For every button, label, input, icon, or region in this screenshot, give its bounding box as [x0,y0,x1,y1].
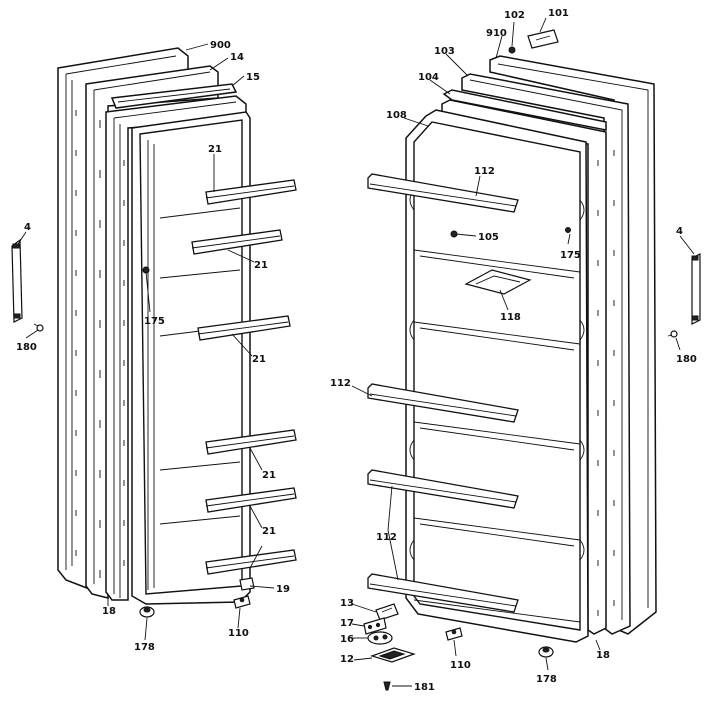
label-21b: 21 [254,260,268,271]
label-110-right: 110 [450,660,471,671]
label-104: 104 [418,72,439,83]
left-shelf-2 [191,229,283,255]
left-handle-screw [33,323,44,332]
right-leaders [351,17,695,687]
label-17: 17 [340,618,354,629]
label-110-left: 110 [228,628,249,639]
left-shelf-1 [205,179,297,205]
hinge-part-16 [367,631,393,645]
label-21e: 21 [262,526,276,537]
label-13: 13 [340,598,354,609]
label-178-left: 178 [134,642,155,653]
label-16: 16 [340,634,354,645]
left-labels: 900 14 15 21 21 21 21 21 175 4 180 18 19… [16,40,290,653]
left-handle [11,238,23,323]
right-button-102 [508,46,516,54]
right-door-liner [405,109,589,643]
label-103: 103 [434,46,455,57]
right-labels: 910 102 101 103 104 108 112 105 175 118 … [330,8,697,693]
right-plate-101 [527,29,559,49]
right-cam-110 [445,627,463,641]
right-shelf-3 [367,469,519,509]
label-21d: 21 [262,470,276,481]
label-112-top: 112 [474,166,495,177]
label-102: 102 [504,10,525,21]
left-door-liner [131,111,251,605]
label-18-left: 18 [102,606,116,617]
left-shelf-6 [205,549,297,575]
label-15: 15 [246,72,260,83]
right-handle-screw [667,330,678,338]
right-shelf-1 [367,173,519,213]
left-hinge-cap-19 [239,577,255,591]
hinge-part-17 [363,617,387,635]
left-shelf-3 [197,315,291,341]
label-180-left: 180 [16,342,37,353]
right-breaker-strip [442,89,607,131]
label-910: 910 [486,28,507,39]
label-105: 105 [478,232,499,243]
label-118: 118 [500,312,521,323]
left-bearing-178 [139,606,155,618]
left-door-assembly [11,47,297,618]
hinge-part-12 [370,647,416,663]
right-door-assembly [363,29,701,691]
label-112-low: 112 [376,532,397,543]
label-180-right: 180 [676,354,697,365]
hinge-pin-181 [383,681,391,691]
label-14: 14 [230,52,244,63]
right-gasket [461,73,631,635]
label-900: 900 [210,40,231,51]
right-shelf-2 [367,383,519,423]
left-shelf-5 [205,487,297,513]
hinge-part-13 [375,603,399,621]
right-shelf-4 [367,573,519,613]
label-175-left: 175 [144,316,165,327]
label-112-mid: 112 [330,378,351,389]
left-breaker-strip [110,83,238,109]
right-handle [691,253,701,325]
left-shelf-4 [205,429,297,455]
label-21c: 21 [252,354,266,365]
label-175-right: 175 [560,250,581,261]
label-181: 181 [414,682,435,693]
label-4-right: 4 [676,226,683,237]
label-18-right: 18 [596,650,610,661]
label-19: 19 [276,584,290,595]
label-21a: 21 [208,144,222,155]
label-178-right: 178 [536,674,557,685]
right-bearing-178 [538,646,554,658]
label-101: 101 [548,8,569,19]
right-screw-175 [565,227,571,233]
left-cam-110 [233,595,251,609]
right-butter-cover-118 [464,269,532,295]
label-4-left: 4 [24,222,31,233]
label-12: 12 [340,654,354,665]
label-108: 108 [386,110,407,121]
left-leaders [17,43,275,641]
